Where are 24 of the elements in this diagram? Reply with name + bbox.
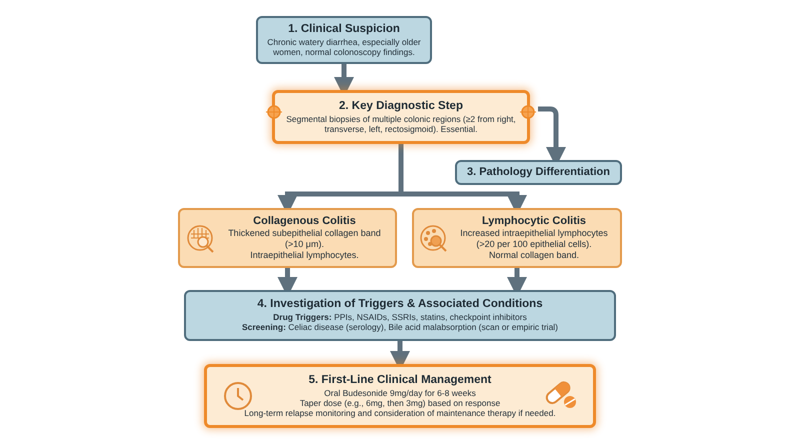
step-description: Drug Triggers: PPIs, NSAIDs, SSRIs, statins, checkpoint inhibitors [273, 312, 527, 322]
subtype-box [178, 208, 397, 268]
step-title: 3. Pathology Differentiation [466, 166, 610, 180]
subtype-box [412, 208, 622, 268]
step-box [256, 16, 432, 64]
step-description: Segmental biopsies of multiple colonic regions (≥2 from right, transverse, left, rectosigmoid). Essential. [285, 114, 517, 134]
step-title: 2. Key Diagnostic Step [339, 100, 463, 114]
step-description: Screening: Celiac disease (serology), Bile acid malabsorption (scan or empiric trial) [242, 322, 558, 333]
step-description: Increased intraepithelial lymphocytes (>20 per 100 epithelial cells). [459, 228, 609, 250]
step-title: Lymphocytic Colitis [482, 215, 586, 228]
step-title: 5. First-Line Clinical Management [308, 374, 492, 388]
step-box [455, 160, 622, 185]
step-description: Taper dose (e.g., 6mg, then 3mg) based on response [300, 398, 500, 408]
step-description: Intraepithelial lymphocytes. [250, 250, 359, 261]
step-title: Collagenous Colitis [253, 215, 356, 228]
step-description: Normal collagen band. [488, 250, 580, 261]
step-title: 1. Clinical Suspicion [288, 22, 400, 37]
step-title: 4. Investigation of Triggers & Associated Conditions [257, 298, 543, 312]
step-description: Chronic watery diarrhea, especially older women, normal colonoscopy findings. [266, 36, 422, 58]
step-description: Long-term relapse monitoring and consideration of maintenance therapy if needed. [244, 408, 556, 418]
highlighted-step-box [204, 364, 596, 428]
step-description: Oral Budesonide 9mg/day for 6-8 weeks [324, 388, 476, 398]
step-box [184, 290, 616, 341]
step-description: Thickened subepithelial collagen band (>10 μm). [227, 228, 382, 250]
